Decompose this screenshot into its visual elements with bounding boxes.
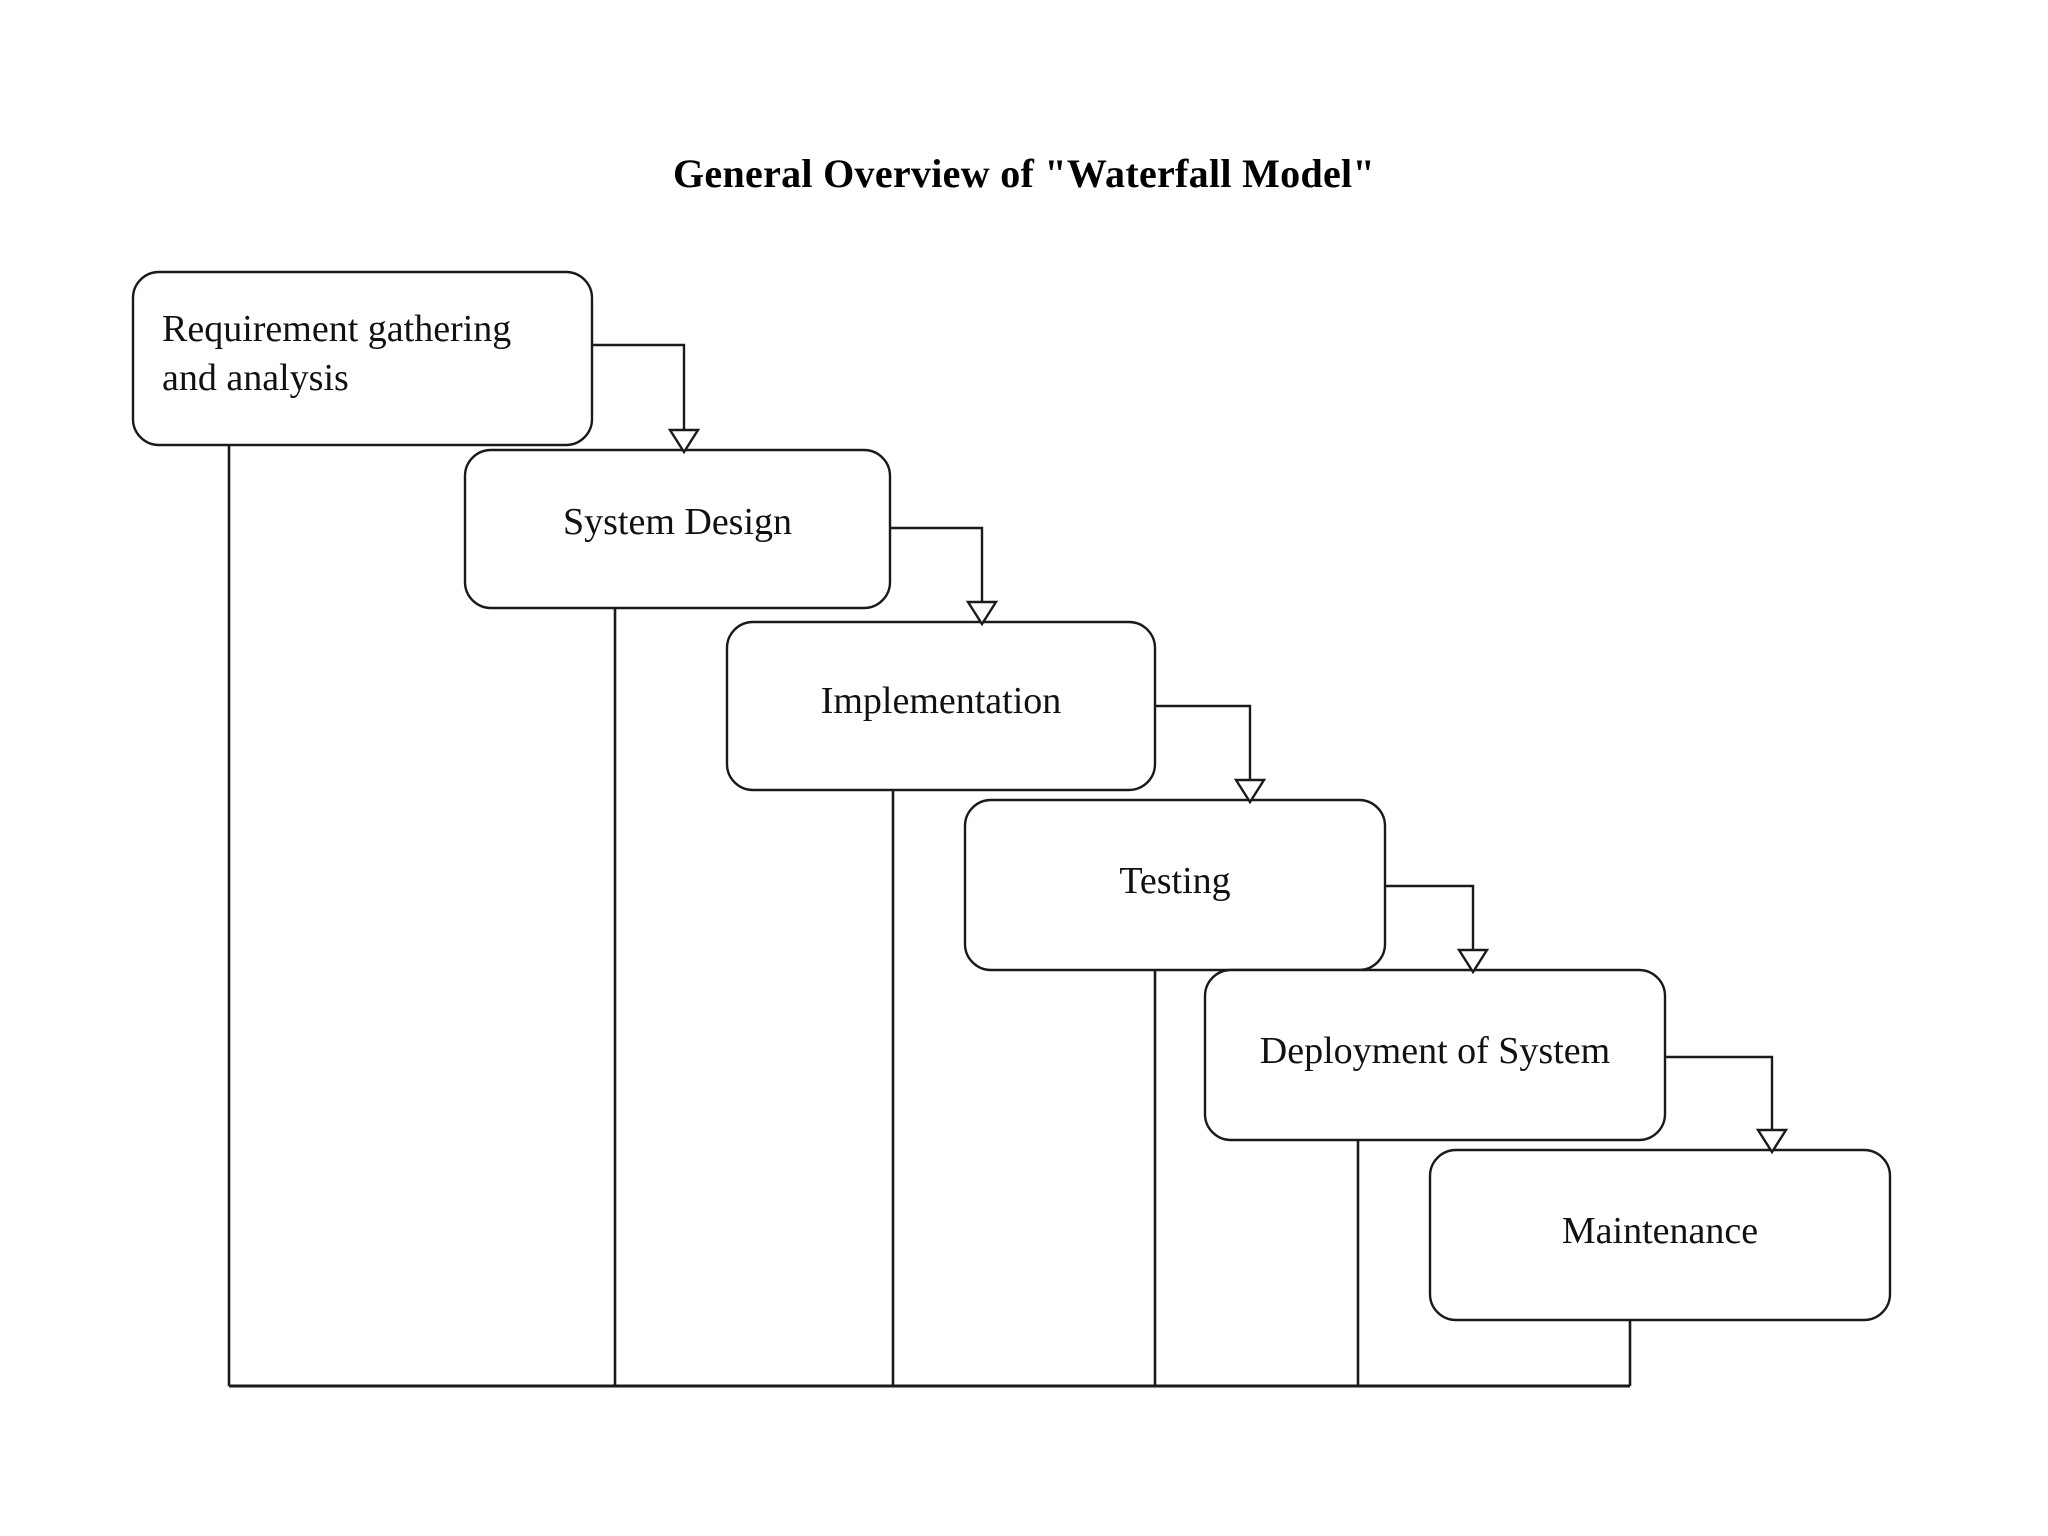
connector-requirement-to-system-design bbox=[592, 343, 686, 440]
connector-testing-to-deployment bbox=[1385, 884, 1475, 960]
arrowhead-requirement-to-system-design bbox=[667, 428, 701, 455]
stage-node-testing[interactable] bbox=[965, 800, 1385, 970]
connector-deployment-to-maintenance bbox=[1665, 1055, 1774, 1140]
page-title: General Overview of "Waterfall Model" bbox=[673, 151, 1375, 196]
connectors-layer bbox=[592, 343, 1789, 1155]
feedback-baseline-layer bbox=[227, 445, 1632, 1388]
arrowhead-implementation-to-testing bbox=[1233, 778, 1267, 805]
stage-node-implementation[interactable] bbox=[727, 622, 1155, 790]
stage-box-deployment bbox=[1203, 968, 1667, 1142]
arrowhead-system-design-to-implementation bbox=[965, 600, 999, 627]
connector-implementation-to-testing bbox=[1155, 704, 1252, 790]
connector-system-design-to-implementation bbox=[890, 526, 984, 612]
stage-box-requirement bbox=[131, 270, 594, 447]
arrowhead-testing-to-deployment bbox=[1456, 948, 1490, 975]
stage-node-requirement[interactable] bbox=[133, 272, 592, 445]
arrowhead-deployment-to-maintenance bbox=[1755, 1128, 1789, 1155]
stage-node-system-design[interactable] bbox=[465, 450, 890, 608]
stage-node-deployment[interactable] bbox=[1205, 970, 1665, 1140]
stage-box-maintenance bbox=[1428, 1148, 1892, 1322]
stage-node-maintenance[interactable] bbox=[1430, 1150, 1890, 1320]
stage-boxes-layer bbox=[131, 270, 1892, 1322]
